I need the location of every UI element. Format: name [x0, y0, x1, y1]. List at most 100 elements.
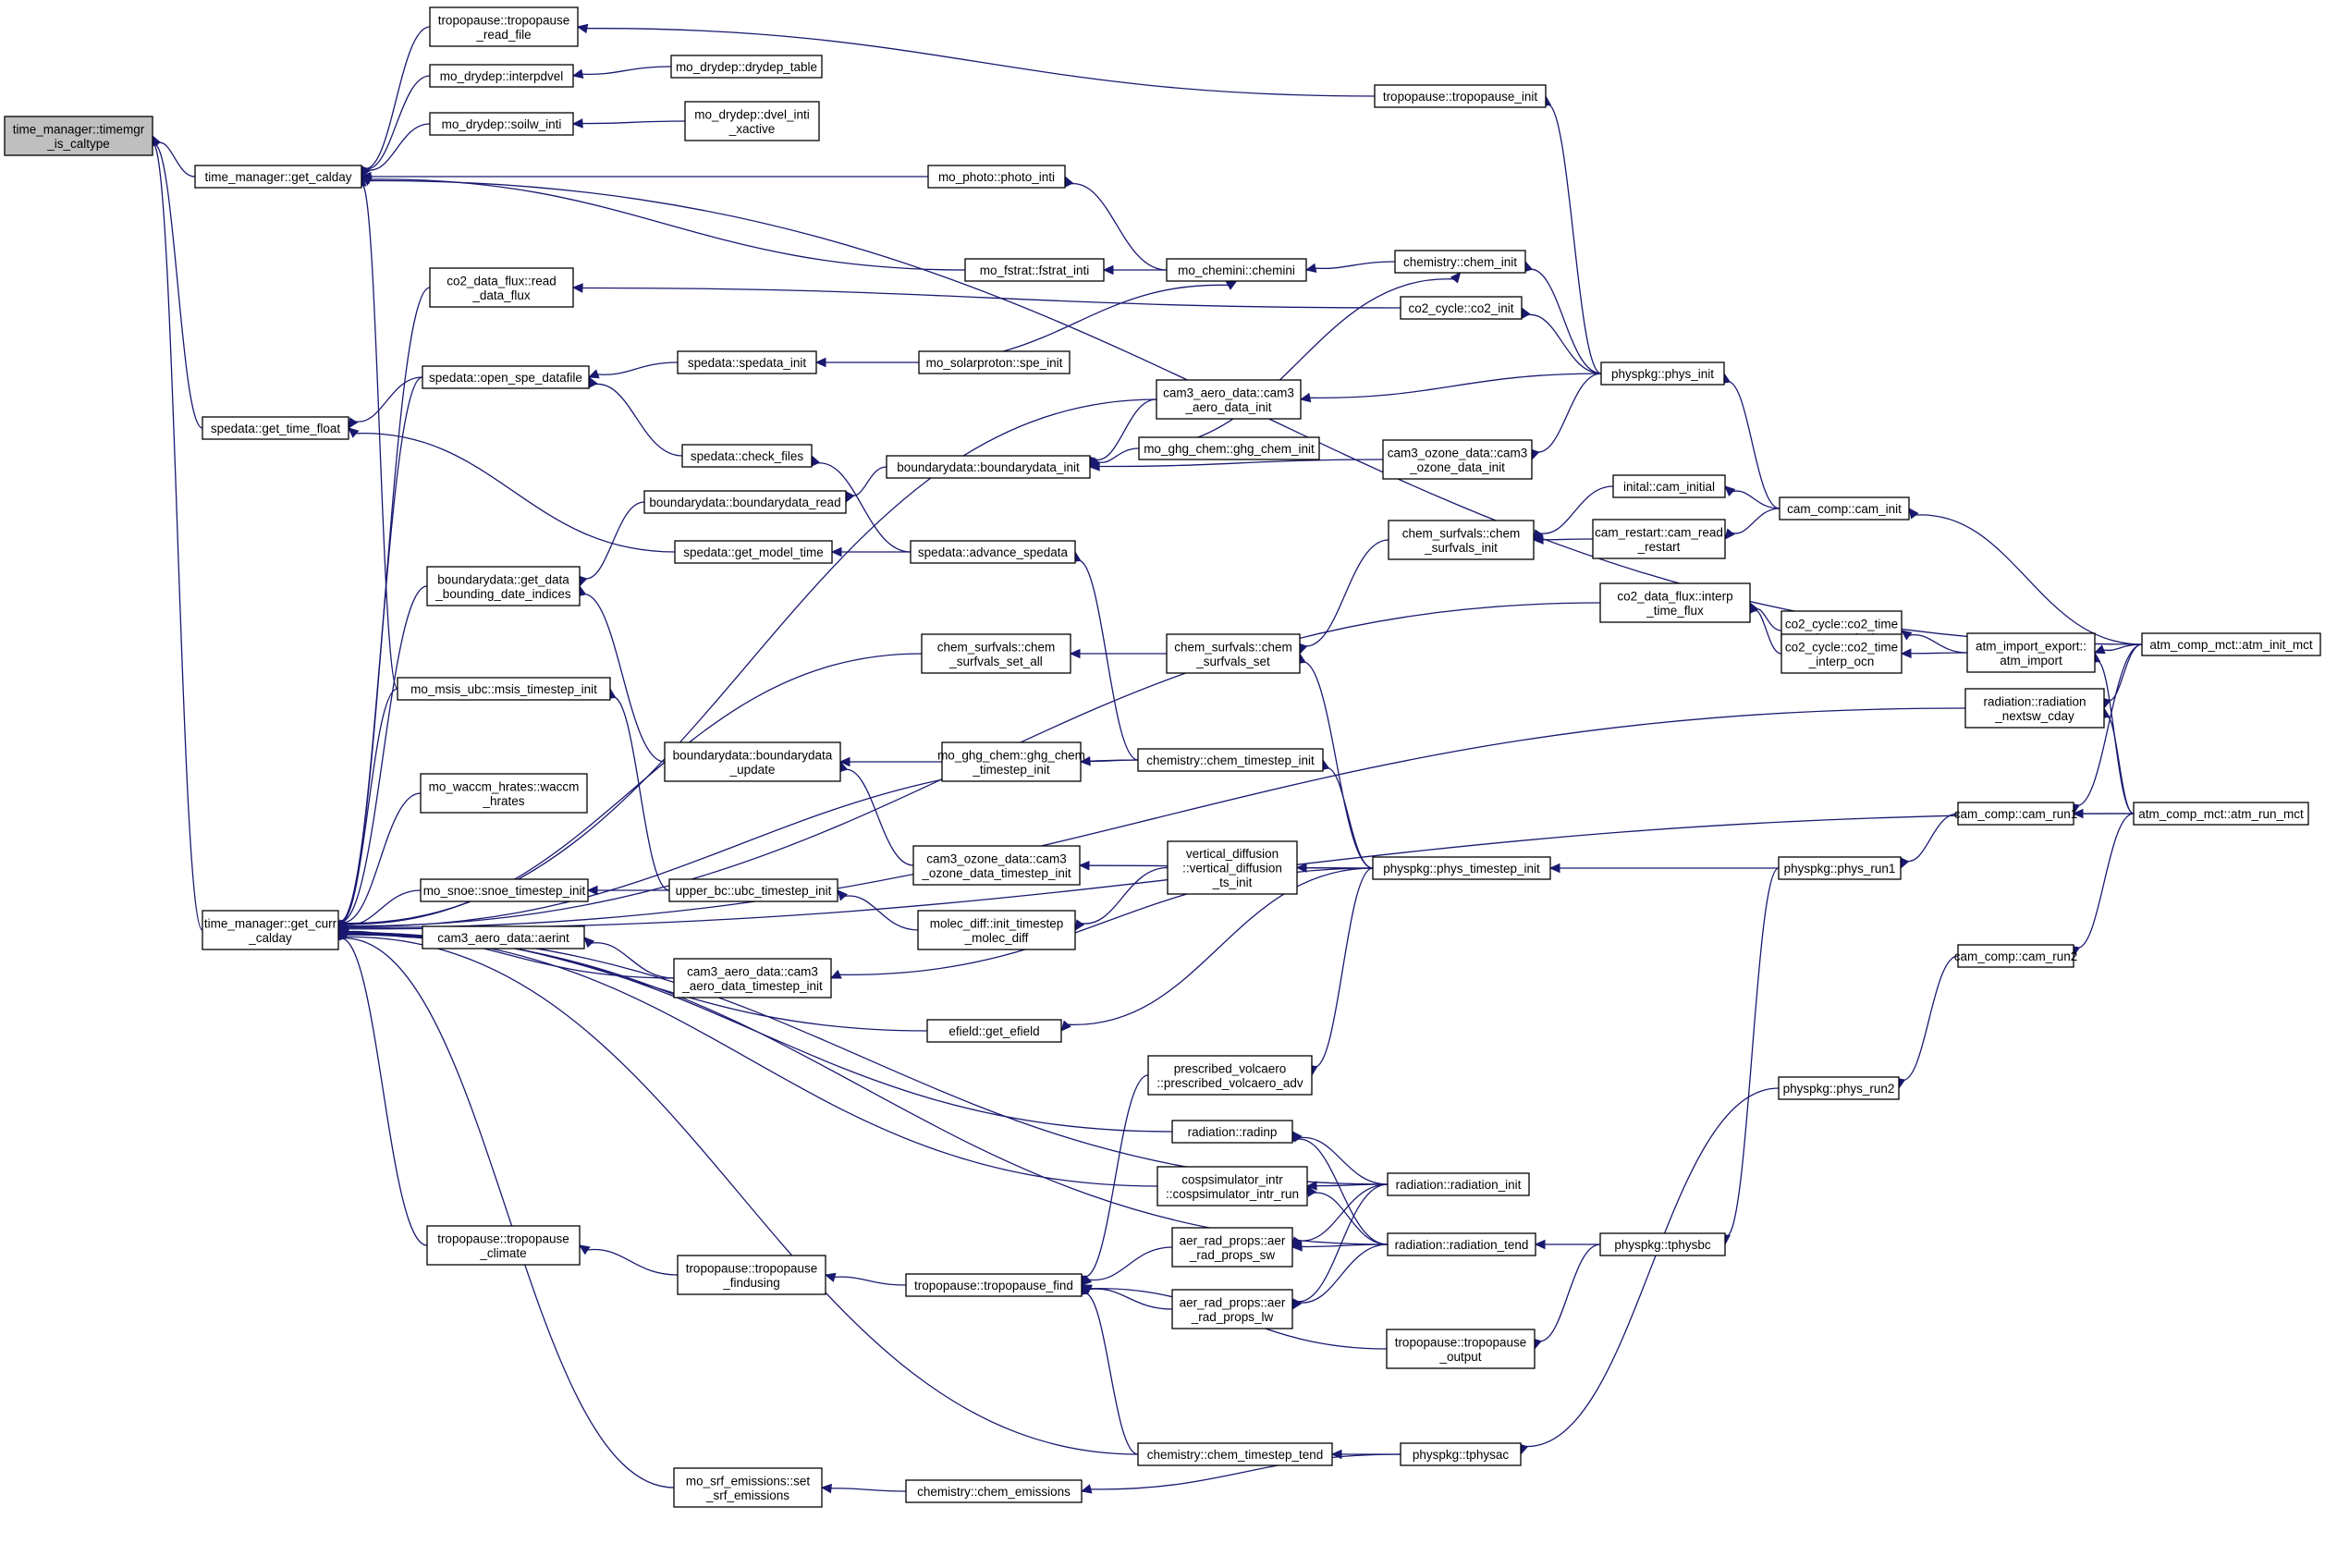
- node-cam3-aero-init[interactable]: cam3_aero_data::cam3_aero_data_init: [1156, 379, 1302, 420]
- node-box: [426, 1225, 581, 1266]
- node-interpdvel[interactable]: mo_drydep::interpdvel: [429, 64, 574, 88]
- node-chem-ts-tend[interactable]: chemistry::chem_timestep_tend: [1137, 1442, 1333, 1466]
- node-tphysbc[interactable]: physpkg::tphysbc: [1599, 1232, 1726, 1256]
- node-photo-inti[interactable]: mo_photo::photo_inti: [927, 165, 1066, 189]
- node-ghg-ts-init[interactable]: mo_ghg_chem::ghg_chem_timestep_init: [937, 741, 1085, 782]
- node-atm-init-mct[interactable]: atm_comp_mct::atm_init_mct: [2141, 632, 2321, 656]
- node-tropo-output[interactable]: tropopause::tropopause_output: [1386, 1329, 1536, 1369]
- node-label: mo_msis_ubc::msis_timestep_init: [410, 682, 597, 696]
- node-get-time-float[interactable]: spedata::get_time_float: [202, 416, 349, 440]
- node-cam-read-restart[interactable]: cam_restart::cam_read_restart: [1592, 519, 1726, 559]
- node-chem-init[interactable]: chemistry::chem_init: [1394, 250, 1526, 274]
- node-cam-run2[interactable]: cam_comp::cam_run2: [1954, 944, 2078, 968]
- node-label: tropopause::tropopause: [1395, 1335, 1527, 1349]
- node-open-spe[interactable]: spedata::open_spe_datafile: [422, 365, 590, 389]
- node-co2-interp-ocn[interactable]: co2_cycle::co2_time_interp_ocn: [1780, 633, 1903, 674]
- node-check-files[interactable]: spedata::check_files: [681, 444, 813, 468]
- node-box: [1400, 296, 1523, 320]
- node-cosp[interactable]: cospsimulator_intr::cospsimulator_intr_r…: [1156, 1166, 1308, 1207]
- node-spe-init[interactable]: mo_solarproton::spe_init: [918, 350, 1071, 374]
- node-aer-lw[interactable]: aer_rad_props::aer_rad_props_lw: [1171, 1289, 1293, 1329]
- node-label: _aero_data_init: [1184, 400, 1271, 414]
- node-cam3-ozone-ts[interactable]: cam3_ozone_data::cam3_ozone_data_timeste…: [912, 845, 1081, 886]
- edge-phys_init-to-cam3_ozone_init: [1530, 373, 1602, 461]
- edge-get_model_time-to-get_time_float: [348, 427, 676, 553]
- node-volcaero[interactable]: prescribed_volcaero::prescribed_volcaero…: [1147, 1055, 1313, 1096]
- node-fstrat-inti[interactable]: mo_fstrat::fstrat_inti: [964, 258, 1105, 282]
- node-box: [905, 1479, 1083, 1503]
- node-phys-run2[interactable]: physpkg::phys_run2: [1778, 1076, 1900, 1100]
- node-atm-import[interactable]: atm_import_export::atm_import: [1966, 632, 2096, 673]
- node-snoe-ts-init[interactable]: mo_snoe::snoe_timestep_init: [420, 878, 589, 902]
- node-ubc-ts-init[interactable]: upper_bc::ubc_timestep_init: [668, 878, 838, 902]
- node-dvel-inti[interactable]: mo_drydep::dvel_inti_xactive: [684, 101, 820, 141]
- node-label: physpkg::tphysbc: [1614, 1238, 1711, 1252]
- node-box: [1167, 840, 1298, 895]
- node-label: _data_flux: [471, 288, 531, 302]
- node-waccm-hrates[interactable]: mo_waccm_hrates::waccm_hrates: [420, 773, 588, 814]
- node-aer-sw[interactable]: aer_rad_props::aer_rad_props_sw: [1171, 1227, 1293, 1268]
- node-rad-init[interactable]: radiation::radiation_init: [1387, 1172, 1530, 1196]
- node-label: _read_file: [475, 28, 531, 42]
- node-label: boundarydata::boundarydata_init: [897, 460, 1080, 474]
- node-phys-init[interactable]: physpkg::phys_init: [1600, 361, 1725, 386]
- node-label: physpkg::phys_init: [1611, 367, 1714, 381]
- node-chem-emis[interactable]: chemistry::chem_emissions: [905, 1479, 1083, 1503]
- node-rad-nextsw[interactable]: radiation::radiation_nextsw_cday: [1964, 688, 2105, 729]
- node-label: efield::get_efield: [948, 1024, 1039, 1038]
- node-box: [926, 1019, 1062, 1043]
- node-aerint[interactable]: cam3_aero_data::aerint: [422, 925, 585, 949]
- edge-atm_init_mct-to-atm_import: [2093, 643, 2143, 655]
- node-tropo-init[interactable]: tropopause::tropopause_init: [1374, 84, 1547, 108]
- node-bd-update[interactable]: boundarydata::boundarydata_update: [664, 741, 841, 782]
- node-get-curr-calday[interactable]: time_manager::get_curr_calday: [202, 910, 339, 950]
- node-tphysac[interactable]: physpkg::tphysac: [1400, 1442, 1522, 1466]
- node-bd-read[interactable]: boundarydata::boundarydata_read: [643, 490, 847, 514]
- node-co2-init[interactable]: co2_cycle::co2_init: [1400, 296, 1523, 320]
- node-radinp[interactable]: radiation::radinp: [1171, 1120, 1293, 1144]
- node-drydep-table[interactable]: mo_drydep::drydep_table: [670, 55, 823, 79]
- node-label: chemistry::chem_timestep_tend: [1147, 1448, 1324, 1462]
- node-surfvals-set-all[interactable]: chem_surfvals::chem_surfvals_set_all: [921, 633, 1071, 674]
- node-co2-read-flux[interactable]: co2_data_flux::read_data_flux: [429, 267, 574, 308]
- node-cam-run1[interactable]: cam_comp::cam_run1: [1954, 802, 2078, 826]
- node-chemini[interactable]: mo_chemini::chemini: [1166, 258, 1307, 282]
- node-advance-spedata[interactable]: spedata::advance_spedata: [910, 540, 1076, 564]
- node-surfvals-set[interactable]: chem_surfvals::chem_surfvals_set: [1166, 633, 1301, 674]
- node-box: [1387, 1172, 1530, 1196]
- node-phys-run1[interactable]: physpkg::phys_run1: [1778, 856, 1902, 880]
- node-rad-tend[interactable]: radiation::radiation_tend: [1387, 1232, 1536, 1256]
- node-soilw-inti[interactable]: mo_drydep::soilw_inti: [429, 112, 574, 136]
- node-atm-run-mct[interactable]: atm_comp_mct::atm_run_mct: [2133, 802, 2309, 826]
- node-srf-emis[interactable]: mo_srf_emissions::set_srf_emissions: [673, 1467, 823, 1508]
- node-phys-ts-init[interactable]: physpkg::phys_timestep_init: [1372, 856, 1551, 880]
- node-cam-init[interactable]: cam_comp::cam_init: [1779, 496, 1910, 521]
- node-box: [1137, 748, 1324, 772]
- node-molec-diff[interactable]: molec_diff::init_timestep_molec_diff: [917, 910, 1076, 950]
- edge-phys_run1-to-phys_ts_init: [1548, 863, 1779, 874]
- node-spedata-init[interactable]: spedata::spedata_init: [677, 350, 817, 374]
- node-co2-interp-flux[interactable]: co2_data_flux::interp_time_flux: [1599, 582, 1751, 623]
- node-get-model-time[interactable]: spedata::get_model_time: [674, 540, 833, 564]
- node-cam3-ozone-init[interactable]: cam3_ozone_data::cam3_ozone_data_init: [1382, 439, 1533, 480]
- node-get-efield[interactable]: efield::get_efield: [926, 1019, 1062, 1043]
- edge-cam_init-to-cam_read_restart: [1724, 508, 1780, 540]
- node-msis-ts-init[interactable]: mo_msis_ubc::msis_timestep_init: [397, 677, 611, 701]
- node-label: _surfvals_set_all: [948, 655, 1043, 668]
- node-box: [429, 112, 574, 136]
- node-bd-get-data[interactable]: boundarydata::get_data_bounding_date_ind…: [426, 566, 581, 606]
- node-inital-cam[interactable]: inital::cam_initial: [1612, 474, 1726, 498]
- node-tropo-findusing[interactable]: tropopause::tropopause_findusing: [677, 1255, 826, 1295]
- node-get-calday[interactable]: time_manager::get_calday: [194, 165, 362, 189]
- node-chem-surfvals-init[interactable]: chem_surfvals::chem_surfvals_init: [1388, 520, 1535, 560]
- node-vd-ts-init[interactable]: vertical_diffusion::vertical_diffusion_t…: [1167, 840, 1298, 895]
- node-chem-ts-init[interactable]: chemistry::chem_timestep_init: [1137, 748, 1324, 772]
- node-tropo-climate[interactable]: tropopause::tropopause_climate: [426, 1225, 581, 1266]
- node-tropo-find[interactable]: tropopause::tropopause_find: [905, 1273, 1083, 1297]
- node-bd-init[interactable]: boundarydata::boundarydata_init: [886, 455, 1091, 479]
- node-root[interactable]: time_manager::timemgr_is_caltype: [4, 116, 153, 156]
- node-cam3-aero-ts[interactable]: cam3_aero_data::cam3_aero_data_timestep_…: [673, 958, 832, 998]
- node-tropo-read-file[interactable]: tropopause::tropopause_read_file: [429, 6, 579, 47]
- edge-get_calday-to-root: [152, 134, 196, 178]
- node-ghg-chem-init[interactable]: mo_ghg_chem::ghg_chem_init: [1138, 436, 1320, 460]
